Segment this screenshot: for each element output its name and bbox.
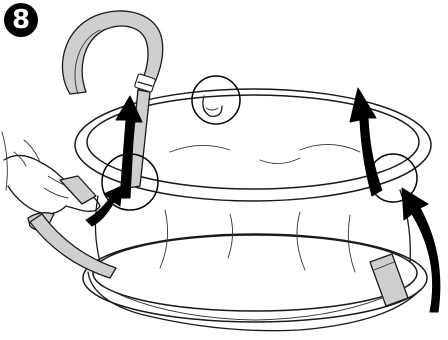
arrow-right-curve	[401, 187, 441, 313]
buckle-icon	[134, 73, 156, 93]
base-dish	[82, 233, 428, 332]
arrow-left-up	[115, 95, 143, 199]
strap-rim-left	[29, 213, 117, 279]
upper-hoop-ring	[74, 88, 432, 202]
callout-circle-left	[101, 153, 159, 211]
ring-fold	[202, 95, 223, 117]
arrow-left-curve	[85, 185, 123, 227]
fabric-bag	[94, 144, 411, 273]
strap-rim-right	[369, 253, 409, 307]
arrow-right-up	[349, 87, 383, 197]
callout-circle-top	[191, 75, 241, 125]
hand-icon	[1, 131, 101, 215]
callout-circle-right	[368, 153, 418, 203]
step-number-badge: 8	[4, 3, 38, 37]
